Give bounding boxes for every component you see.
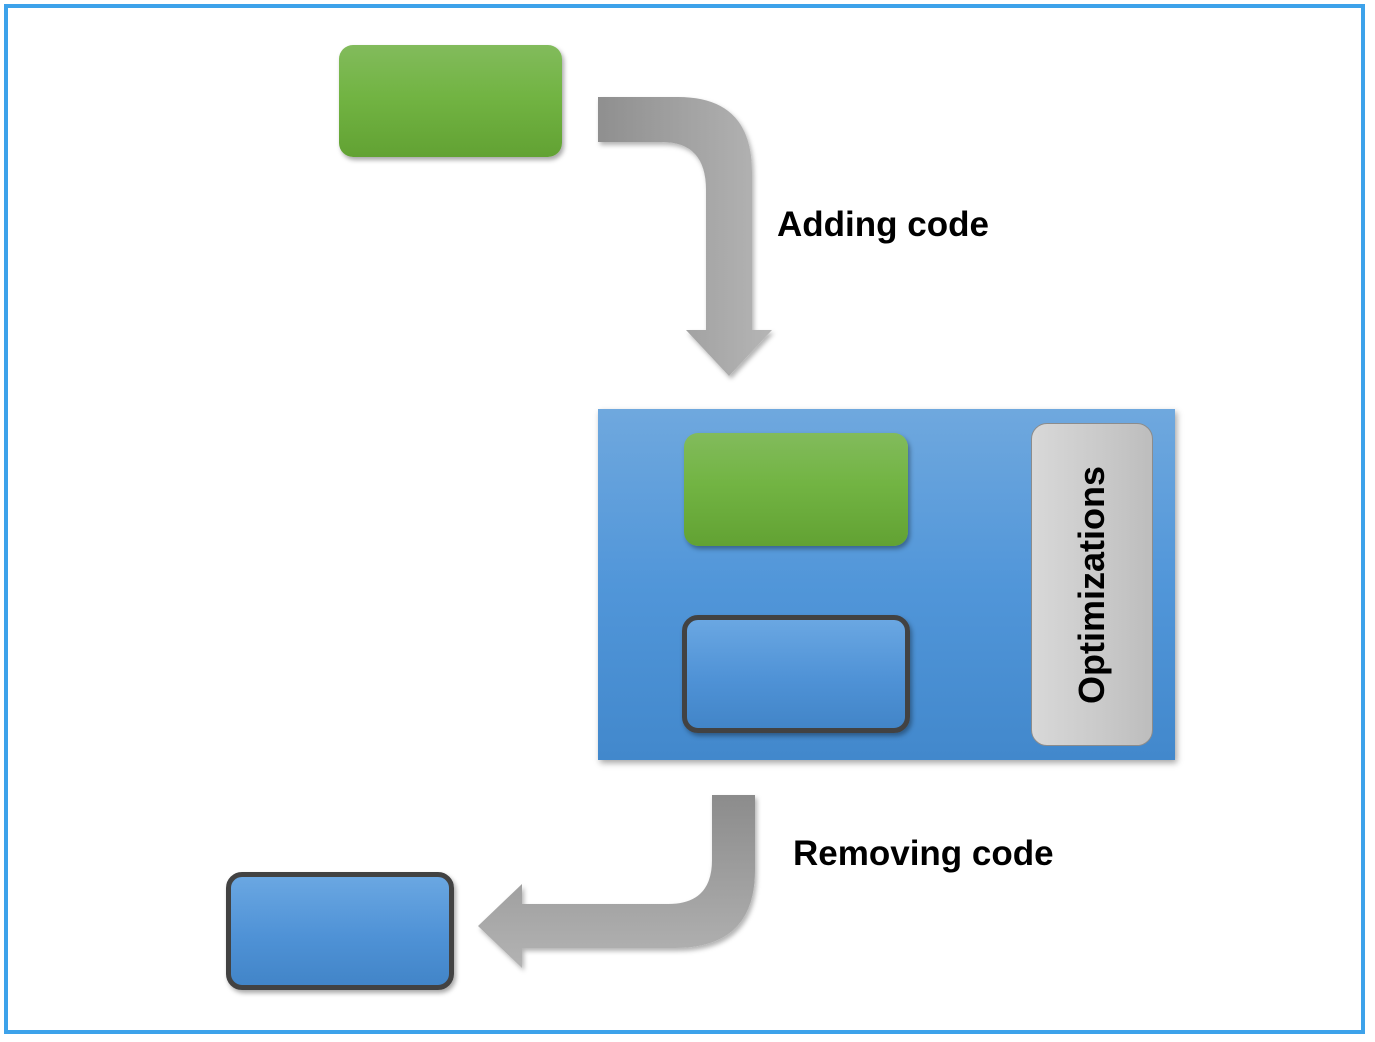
adding-code-label: Adding code	[777, 205, 989, 244]
processing-panel: Optimizations	[598, 409, 1175, 760]
adding-code-arrow	[598, 97, 772, 376]
input-code-block-green	[339, 45, 562, 157]
panel-code-block-blue	[682, 615, 910, 733]
removing-code-label: Removing code	[793, 834, 1054, 873]
optimizations-box: Optimizations	[1031, 423, 1153, 746]
optimizations-label: Optimizations	[1071, 465, 1112, 704]
removing-code-arrow	[478, 795, 755, 968]
output-code-block-blue	[226, 872, 454, 990]
panel-code-block-green	[684, 433, 908, 546]
